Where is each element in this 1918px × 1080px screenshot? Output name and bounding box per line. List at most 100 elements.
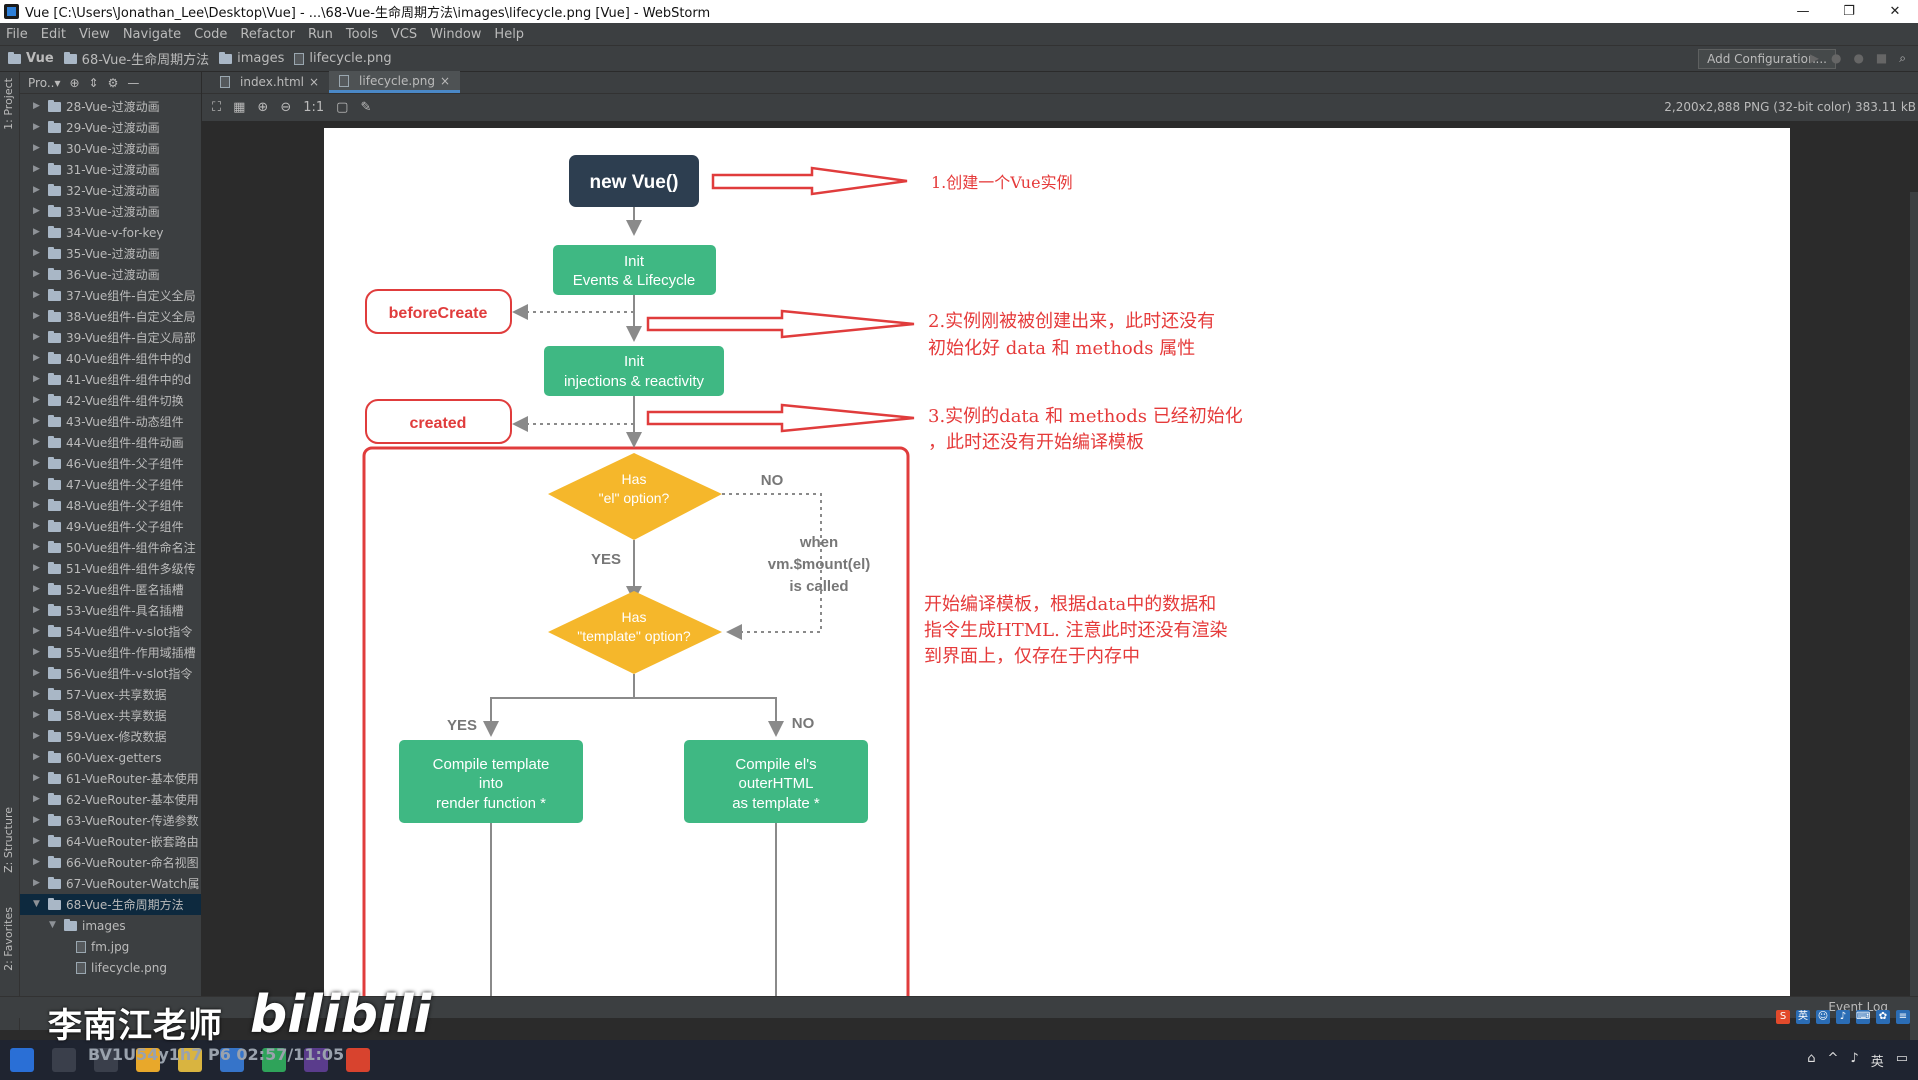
mic-icon[interactable]: ♪ (1836, 1010, 1850, 1024)
tree-item[interactable]: ▶64-VueRouter-嵌套路由 (33, 834, 199, 849)
breadcrumb-file[interactable]: lifecycle.png (294, 51, 392, 66)
expand-arrow-icon[interactable]: ▶ (33, 374, 40, 384)
menu-tools[interactable]: Tools (345, 26, 378, 42)
project-view-selector[interactable]: Pro..▾ (28, 75, 61, 90)
project-tool-button[interactable]: 1: Project (2, 78, 15, 130)
ime-menu-icon[interactable]: ≡ (1896, 1010, 1910, 1024)
tree-item[interactable]: ▼images (49, 918, 126, 933)
menu-refactor[interactable]: Refactor (240, 26, 295, 42)
tree-item[interactable]: ▶30-Vue-过渡动画 (33, 141, 160, 156)
menu-run[interactable]: Run (307, 26, 333, 42)
expand-arrow-icon[interactable]: ▶ (33, 332, 40, 342)
tree-item[interactable]: fm.jpg (20, 936, 201, 957)
collapse-arrow-icon[interactable]: ▼ (33, 899, 40, 909)
expand-arrow-icon[interactable]: ▶ (33, 437, 40, 447)
sogou-icon[interactable]: S (1776, 1010, 1790, 1024)
expand-arrow-icon[interactable]: ▶ (33, 563, 40, 573)
tree-item[interactable]: ▶33-Vue-过渡动画 (33, 204, 160, 219)
expand-arrow-icon[interactable]: ▶ (33, 647, 40, 657)
expand-arrow-icon[interactable]: ▶ (33, 185, 40, 195)
tree-item[interactable]: ▶38-Vue组件-自定义全局 (33, 309, 196, 324)
tree-item[interactable]: ▶66-VueRouter-命名视图 (33, 855, 199, 870)
breadcrumb-images[interactable]: images (219, 51, 284, 66)
chrome-icon[interactable] (136, 1048, 160, 1072)
expand-arrow-icon[interactable]: ▶ (33, 101, 40, 111)
menu-help[interactable]: Help (494, 26, 525, 42)
locate-icon[interactable]: ⊕ (69, 75, 80, 90)
expand-arrow-icon[interactable]: ▶ (33, 227, 40, 237)
tree-item[interactable]: ▶34-Vue-v-for-key (33, 225, 164, 240)
keyboard-icon[interactable]: ⌨ (1856, 1010, 1871, 1024)
tree-item[interactable]: ▶48-Vue组件-父子组件 (33, 498, 184, 513)
emoji-icon[interactable]: ☺ (1816, 1010, 1830, 1024)
debug-icon[interactable]: ● (1830, 51, 1842, 65)
tree-item[interactable]: ▶42-Vue组件-组件切换 (33, 393, 184, 408)
expand-arrow-icon[interactable]: ▶ (33, 710, 40, 720)
menu-navigate[interactable]: Navigate (122, 26, 182, 42)
webstorm-taskbar-icon[interactable] (304, 1048, 328, 1072)
expand-arrow-icon[interactable]: ▶ (33, 794, 40, 804)
close-tab-icon[interactable]: × (308, 75, 320, 89)
breadcrumb-vue[interactable]: Vue (8, 51, 54, 66)
breadcrumb-lesson[interactable]: 68-Vue-生命周期方法 (63, 49, 209, 68)
menu-vcs[interactable]: VCS (390, 26, 418, 42)
tree-item[interactable]: ▶47-Vue组件-父子组件 (33, 477, 184, 492)
tree-item[interactable]: ▶43-Vue组件-动态组件 (33, 414, 184, 429)
tree-item[interactable]: ▶35-Vue-过渡动画 (33, 246, 160, 261)
ime-mode-icon[interactable]: 英 (1796, 1010, 1810, 1024)
tree-item[interactable]: ▶44-Vue组件-组件动画 (33, 435, 184, 450)
menu-edit[interactable]: Edit (40, 26, 66, 42)
expand-arrow-icon[interactable]: ▶ (33, 626, 40, 636)
expand-arrow-icon[interactable]: ▶ (33, 269, 40, 279)
menu-file[interactable]: File (6, 26, 28, 42)
tree-item[interactable]: ▶58-Vuex-共享数据 (33, 708, 167, 723)
expand-arrow-icon[interactable]: ▶ (33, 605, 40, 615)
tree-item[interactable]: ▶50-Vue组件-组件命名注 (33, 540, 196, 555)
tree-item[interactable]: ▶56-Vue组件-v-slot指令 (33, 666, 193, 681)
expand-arrow-icon[interactable]: ▶ (33, 815, 40, 825)
expand-arrow-icon[interactable]: ▶ (33, 752, 40, 762)
tree-item-selected[interactable]: ▼68-Vue-生命周期方法 (20, 894, 201, 915)
tab-index-html[interactable]: index.html× (210, 71, 329, 93)
expand-arrow-icon[interactable]: ▶ (33, 248, 40, 258)
expand-arrow-icon[interactable]: ▶ (33, 542, 40, 552)
editor-app-icon[interactable] (262, 1048, 286, 1072)
tree-item[interactable]: ▶40-Vue组件-组件中的d (33, 351, 192, 366)
tree-item[interactable]: ▶29-Vue-过渡动画 (33, 120, 160, 135)
collapse-icon[interactable]: ⇕ (88, 75, 99, 90)
tree-item[interactable]: ▶57-Vuex-共享数据 (33, 687, 167, 702)
menu-window[interactable]: Window (430, 26, 482, 42)
expand-arrow-icon[interactable]: ▶ (33, 311, 40, 321)
close-button[interactable]: ✕ (1889, 4, 1901, 19)
tree-item[interactable]: ▶46-Vue组件-父子组件 (33, 456, 184, 471)
expand-arrow-icon[interactable]: ▶ (33, 500, 40, 510)
search-taskbar-icon[interactable] (52, 1048, 76, 1072)
expand-arrow-icon[interactable]: ▶ (33, 290, 40, 300)
notification-icon[interactable]: ▭ (1895, 1051, 1908, 1066)
color-picker-icon[interactable]: ✎ (360, 100, 372, 115)
expand-arrow-icon[interactable]: ▶ (33, 164, 40, 174)
close-tab-icon[interactable]: × (440, 73, 451, 88)
windows-start-icon[interactable] (10, 1048, 34, 1072)
expand-arrow-icon[interactable]: ▶ (33, 584, 40, 594)
hide-icon[interactable]: — (127, 75, 140, 90)
tree-item[interactable]: ▶60-Vuex-getters (33, 750, 162, 765)
expand-arrow-icon[interactable]: ▶ (33, 353, 40, 363)
tree-item[interactable]: ▶49-Vue组件-父子组件 (33, 519, 184, 534)
run-icon[interactable]: ▶ (1809, 51, 1819, 65)
expand-arrow-icon[interactable]: ▶ (33, 458, 40, 468)
expand-arrow-icon[interactable]: ▶ (33, 689, 40, 699)
expand-arrow-icon[interactable]: ▶ (33, 668, 40, 678)
collapse-arrow-icon[interactable]: ▼ (49, 920, 56, 930)
fit-zoom-icon[interactable]: ▢ (336, 100, 349, 115)
tree-item[interactable]: lifecycle.png (20, 957, 201, 978)
expand-arrow-icon[interactable]: ▶ (33, 395, 40, 405)
tree-item[interactable]: ▶53-Vue组件-具名插槽 (33, 603, 184, 618)
expand-arrow-icon[interactable]: ▶ (33, 878, 40, 888)
tree-item[interactable]: ▶54-Vue组件-v-slot指令 (33, 624, 193, 639)
file-explorer-icon[interactable] (178, 1048, 202, 1072)
editor-scrollbar[interactable] (1910, 192, 1918, 1052)
tree-item[interactable]: ▶31-Vue-过渡动画 (33, 162, 160, 177)
expand-arrow-icon[interactable]: ▶ (33, 857, 40, 867)
tree-item[interactable]: ▶55-Vue组件-作用域插槽 (33, 645, 196, 660)
